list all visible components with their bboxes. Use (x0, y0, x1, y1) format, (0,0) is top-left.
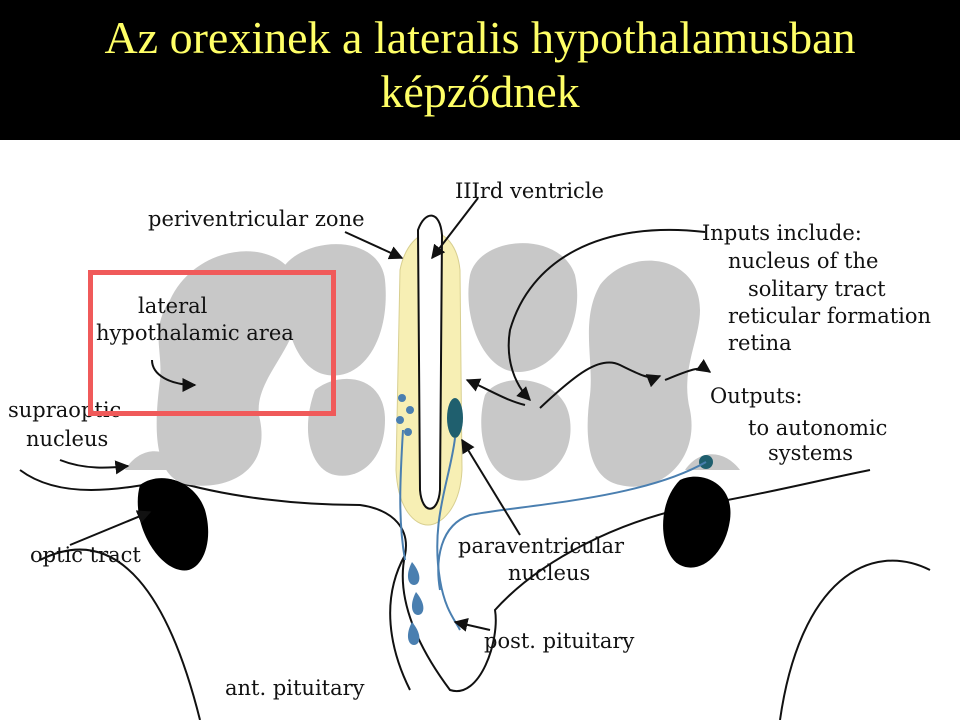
arrow-paraventricular (461, 438, 521, 536)
droplet-icon (407, 622, 420, 645)
arrow-optic-tract (69, 510, 152, 546)
neuron-dot (398, 394, 406, 402)
hypothalamus-diagram: periventricular zone IIIrd ventricle lat… (8, 179, 931, 720)
droplet-icon (411, 592, 424, 615)
label-input-1: nucleus of the (728, 249, 878, 273)
gray-region-right-upper (468, 243, 578, 373)
arrow-outputs-right (664, 359, 712, 381)
neuron-dot (404, 428, 412, 436)
label-periventricular-zone: periventricular zone (148, 207, 365, 231)
label-outputs-title: Outputs: (710, 384, 802, 408)
arrow-third-ventricle (431, 197, 479, 260)
label-optic-tract: optic tract (30, 543, 141, 567)
slide-title-line1: Az orexinek a lateralis hypothalamusban (104, 12, 856, 63)
label-paraventricular: paraventricular (458, 534, 625, 558)
label-hypothalamic-area: hypothalamic area (96, 321, 294, 345)
label-input-3: reticular formation (728, 304, 931, 328)
label-output-2: systems (768, 441, 853, 465)
neuron-dot (406, 406, 414, 414)
label-ant-pituitary: ant. pituitary (225, 676, 365, 700)
arrow-outputs-wave (539, 361, 662, 409)
droplet-icon (407, 562, 420, 585)
slide-title-line2: képződnek (380, 66, 580, 117)
label-supraoptic: supraoptic (8, 398, 121, 422)
third-ventricle (416, 214, 444, 510)
label-inputs-title: Inputs include: (702, 221, 862, 245)
gray-region-right-large (587, 260, 700, 487)
neuron-fiber-supraoptic (437, 461, 707, 591)
gray-region-left-large (156, 251, 300, 486)
paraventricular-nucleus-shape (447, 398, 463, 438)
label-output-1: to autonomic (748, 416, 887, 440)
gray-region-right-lower (481, 380, 571, 481)
label-supraoptic-nucleus: nucleus (26, 427, 108, 451)
gray-region-left-lower (307, 378, 385, 476)
neuron-dot (396, 416, 404, 424)
arrow-periventricular (344, 231, 404, 260)
title-bar: Az orexinek a lateralis hypothalamusban … (0, 0, 960, 140)
label-paraventricular-nucleus: nucleus (508, 561, 590, 585)
arrow-lateral-area (151, 359, 197, 392)
optic-tract-right (663, 476, 731, 568)
label-input-2: solitary tract (748, 277, 886, 301)
arrow-post-pituitary (453, 617, 491, 632)
label-post-pituitary: post. pituitary (484, 629, 634, 653)
optic-tract-left (137, 478, 209, 571)
arrow-inputs (507, 228, 706, 401)
neuron-fiber-left (399, 429, 406, 561)
label-lateral: lateral (138, 294, 208, 318)
arrow-to-pvn-top (465, 378, 526, 406)
brain-outline (19, 469, 931, 720)
highlight-box-lateral-area (88, 270, 336, 416)
supraoptic-region-left (125, 451, 180, 470)
arrow-supraoptic (59, 459, 130, 475)
label-input-4: retina (728, 331, 792, 355)
label-third-ventricle: IIIrd ventricle (455, 179, 604, 203)
